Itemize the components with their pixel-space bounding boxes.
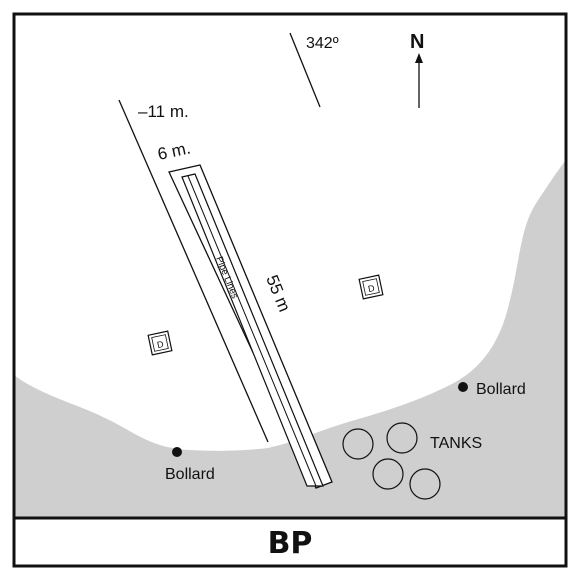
map-frame: [12, 12, 568, 568]
footer-label: BP: [267, 525, 313, 561]
pipelines-channel: [181, 173, 324, 487]
bearing-label: 342º: [306, 35, 339, 52]
depth-label: –11 m.: [138, 102, 189, 121]
tank-marker: [386, 422, 418, 454]
tanks-label: TANKS: [430, 435, 482, 452]
tank-marker: [372, 458, 404, 490]
north-arrow-icon: [415, 53, 423, 63]
north-label: N: [410, 31, 424, 53]
depth-line: [118, 99, 269, 443]
dolphin-marker: D: [358, 274, 384, 300]
shore-land-area: [14, 160, 566, 517]
bollard-label: Bollard: [476, 381, 526, 398]
tank-marker: [409, 468, 441, 500]
bollard-label: Bollard: [165, 466, 215, 483]
bearing-line: [289, 32, 321, 108]
bollard-marker: [172, 447, 182, 457]
bollard-marker: [458, 382, 468, 392]
tank-marker: [342, 428, 374, 460]
pipeline-line: [187, 175, 317, 487]
svg-text:D: D: [367, 283, 376, 294]
dolphin-marker: D: [147, 330, 173, 356]
svg-text:D: D: [156, 339, 165, 350]
